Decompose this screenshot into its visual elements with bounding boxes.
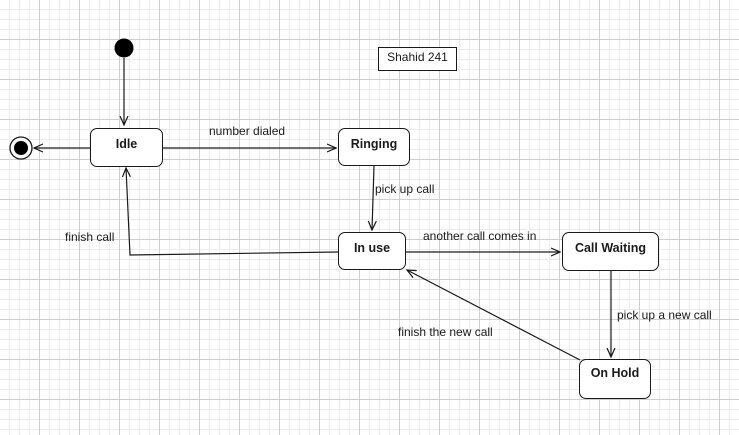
label-finish-call: finish call: [65, 230, 115, 244]
state-idle-label: Idle: [115, 137, 138, 151]
state-on-hold-label: On Hold: [590, 366, 640, 380]
state-in-use[interactable]: In use: [338, 232, 406, 270]
edge-on-hold-to-in-use: [407, 270, 581, 361]
note-text: Shahid 241: [387, 50, 448, 64]
state-call-waiting-label: Call Waiting: [574, 241, 647, 255]
state-on-hold[interactable]: On Hold: [579, 359, 651, 399]
edge-ringing-to-in-use: [372, 165, 374, 230]
note-box: Shahid 241: [378, 47, 457, 71]
state-call-waiting[interactable]: Call Waiting: [562, 232, 659, 271]
edge-in-use-to-idle: [126, 168, 339, 256]
state-ringing[interactable]: Ringing: [338, 128, 410, 166]
final-state-node: [9, 136, 33, 160]
state-in-use-label: In use: [353, 241, 391, 255]
label-finish-the-new-call: finish the new call: [398, 325, 493, 339]
initial-state-node: [114, 38, 134, 58]
label-pick-up-call: pick up call: [375, 182, 435, 196]
label-number-dialed: number dialed: [209, 124, 286, 138]
state-idle[interactable]: Idle: [90, 128, 163, 167]
state-ringing-label: Ringing: [350, 137, 398, 151]
label-another-call-comes-in: another call comes in: [423, 229, 537, 243]
label-pick-up-a-new-call: pick up a new call: [617, 308, 712, 322]
